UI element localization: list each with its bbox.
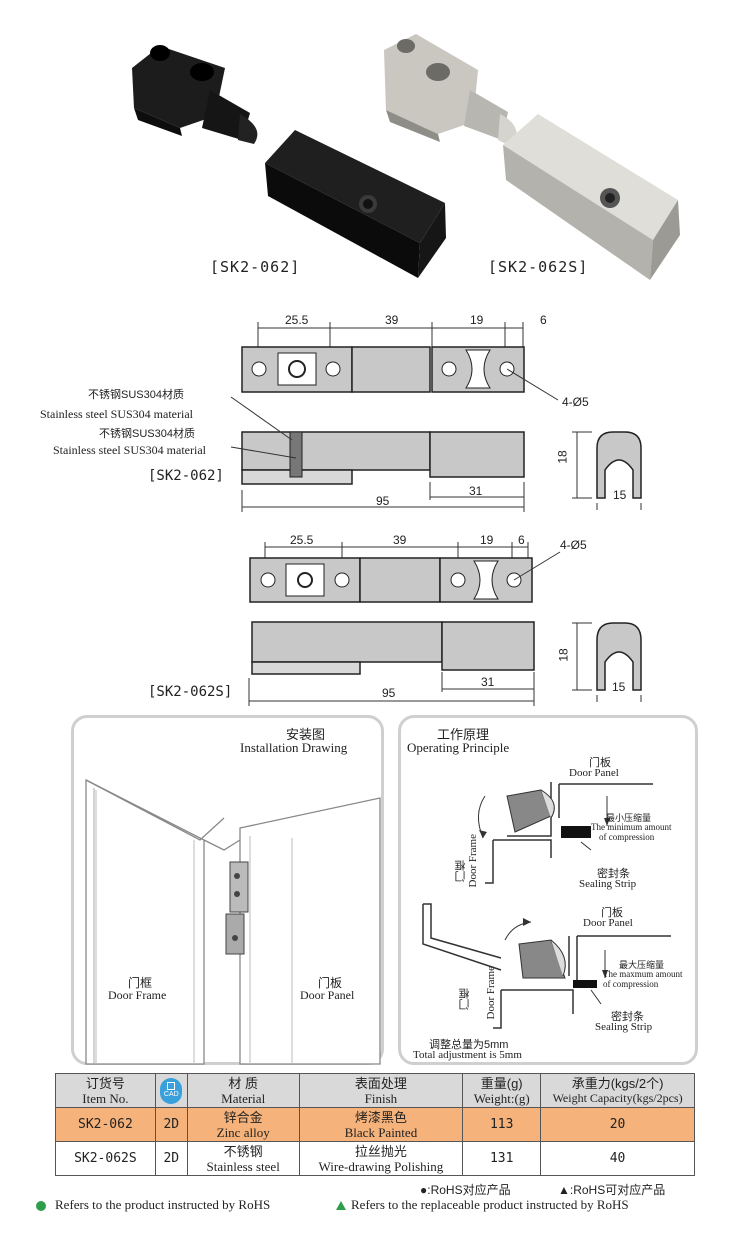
dim-19: 19 (470, 313, 484, 327)
installation-diagram (85, 778, 381, 1065)
drawing-sk2-062 (230, 322, 642, 512)
drawing1-label: [SK2-062] (148, 468, 224, 484)
dim-6: 6 (540, 313, 547, 327)
p-frame-en: Door Frame (467, 834, 479, 888)
dim-95: 95 (376, 494, 390, 508)
p-panel2-en: Door Panel (583, 917, 633, 929)
principle-title-cn: 工作原理 (437, 727, 490, 742)
p-min-en1: The minimum amount (591, 822, 672, 832)
p-seal-cn: 密封条 (597, 868, 630, 880)
install-title-en: Installation Drawing (240, 740, 348, 755)
frame-label-en: Door Frame (108, 988, 167, 1002)
material-en-1: Stainless steel SUS304 material (40, 407, 193, 421)
dim2-39: 39 (393, 533, 407, 547)
capacity-cell: 40 (540, 1141, 695, 1176)
frame-label-cn: 门框 (128, 976, 153, 990)
p-max-en1: The maxmum amount (603, 969, 683, 979)
rohs-dot-icon (36, 1201, 46, 1211)
material-en-2: Stainless steel SUS304 material (53, 443, 206, 457)
dim2-95: 95 (382, 686, 396, 700)
rohs-legend-en: Refers to the product instructed by RoHS (55, 1197, 271, 1212)
p-max-cn: 最大压缩量 (619, 960, 665, 970)
col-cad[interactable]: CAD (154, 1073, 188, 1108)
drawing2-label: [SK2-062S] (148, 684, 233, 700)
silver-product-label: [SK2-062S] (488, 258, 589, 276)
black-latch-photo (132, 45, 446, 278)
drawing-sk2-062s (248, 542, 642, 706)
cad-type[interactable]: 2D (154, 1141, 188, 1176)
p-min-en2: of compression (599, 832, 655, 842)
dim-39: 39 (385, 313, 399, 327)
col-weight: 重量(g)Weight:(g) (462, 1073, 542, 1108)
dim2-15: 15 (612, 680, 626, 694)
principle-title-en: Operating Principle (407, 740, 510, 755)
dim-15: 15 (613, 488, 627, 502)
rohs-replaceable-legend-en: Refers to the replaceable product instru… (351, 1197, 629, 1212)
p-panel2-cn: 门板 (601, 907, 623, 919)
p-seal2-cn: 密封条 (611, 1011, 644, 1023)
rohs-legend-cn: ●:RoHS对应产品 (420, 1183, 511, 1197)
capacity-cell: 20 (540, 1107, 695, 1142)
p-panel-en: Door Panel (569, 767, 619, 779)
panel-label-en: Door Panel (300, 988, 355, 1002)
col-capacity: 承重力(kgs/2个)Weight Capacity(kgs/2pcs) (540, 1073, 695, 1108)
dim2-6: 6 (518, 533, 525, 547)
install-title-cn: 安装图 (286, 727, 326, 742)
principle-diagram (422, 782, 671, 1029)
weight-cell: 131 (462, 1141, 542, 1176)
panel-label-cn: 门板 (318, 976, 343, 990)
item-no[interactable]: SK2-062S (55, 1141, 156, 1176)
dim2-31: 31 (481, 675, 495, 689)
principle-panel: 工作原理 Operating Principle 门板 Door Panel (398, 715, 698, 1065)
dim2-25-5: 25.5 (290, 533, 314, 547)
p-max-en2: of compression (603, 979, 659, 989)
dim2-18: 18 (556, 648, 571, 662)
cad-type[interactable]: 2D (154, 1107, 188, 1142)
p-frame2-en: Door Frame (485, 966, 497, 1020)
p-adjust-en: Total adjustment is 5mm (413, 1049, 522, 1061)
p-panel-cn: 门板 (589, 757, 611, 769)
dim-25-5: 25.5 (285, 313, 309, 327)
hole-spec-2: 4-Ø5 (560, 538, 587, 552)
hole-spec: 4-Ø5 (562, 395, 589, 409)
item-no[interactable]: SK2-062 (55, 1107, 156, 1142)
cad-icon[interactable]: CAD (160, 1077, 183, 1104)
weight-cell: 113 (462, 1107, 542, 1142)
p-seal2-en: Sealing Strip (595, 1021, 653, 1033)
rohs-replaceable-legend-cn: ▲:RoHS可对应产品 (558, 1183, 666, 1197)
p-frame2-cn: 门框 (459, 988, 471, 1010)
p-adjust-cn: 调整总量为5mm (429, 1039, 509, 1051)
material-cn-2: 不锈钢SUS304材质 (99, 428, 195, 440)
dim-31: 31 (469, 484, 483, 498)
rohs-triangle-icon (336, 1201, 346, 1210)
material-cn-1: 不锈钢SUS304材质 (88, 389, 184, 401)
installation-panel: 安装图 Installation Drawing 门框 Door Frame 门… (71, 715, 384, 1065)
silver-latch-photo (384, 34, 680, 280)
p-seal-en: Sealing Strip (579, 878, 637, 890)
dim2-19: 19 (480, 533, 494, 547)
black-product-label: [SK2-062] (210, 258, 301, 276)
p-min-cn: 最小压缩量 (606, 813, 652, 823)
